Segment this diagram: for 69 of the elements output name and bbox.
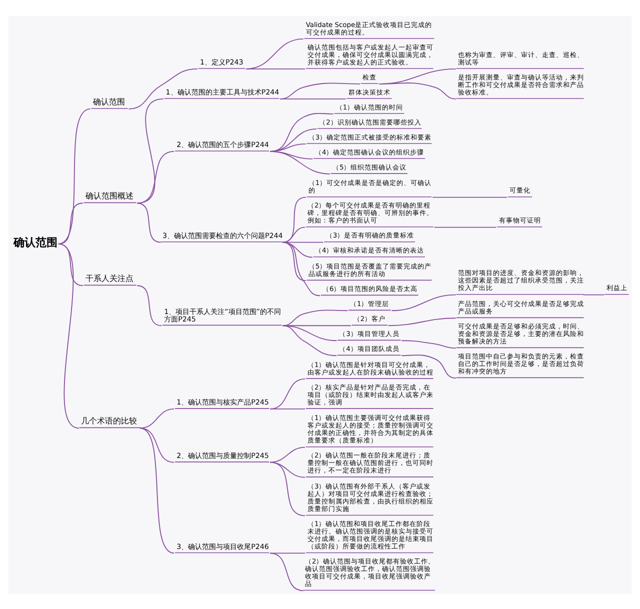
node-box	[352, 324, 388, 326]
node-box	[306, 142, 432, 144]
node-box	[456, 376, 584, 378]
node-box	[334, 112, 404, 114]
connector	[128, 68, 198, 109]
node-box	[306, 552, 434, 553]
node-box	[303, 589, 436, 590]
node-box	[330, 172, 408, 174]
node-box	[174, 552, 270, 553]
connector	[401, 354, 456, 378]
connector	[270, 552, 304, 591]
connector	[136, 284, 162, 326]
node-box	[508, 196, 532, 197]
connector	[282, 241, 320, 296]
connector	[401, 340, 456, 348]
connector	[282, 324, 338, 356]
node-box	[306, 514, 434, 516]
connector	[378, 82, 456, 99]
connector	[280, 82, 360, 99]
node-box	[306, 446, 434, 447]
node-box	[84, 202, 136, 203]
connector	[388, 317, 456, 326]
node-box	[306, 279, 432, 280]
node-text: 确认范围	[13, 235, 58, 248]
connector	[58, 243, 84, 286]
connector	[391, 294, 456, 311]
node-box	[306, 476, 434, 477]
connector	[58, 202, 84, 244]
connector	[434, 226, 497, 228]
connector	[270, 461, 306, 516]
connector	[280, 98, 346, 99]
connector	[58, 243, 80, 428]
connector	[270, 378, 306, 409]
node-box	[324, 240, 416, 242]
node-box	[80, 426, 140, 428]
node-box	[456, 316, 584, 318]
node-box	[174, 150, 270, 151]
connector	[582, 294, 605, 295]
node-box	[174, 460, 270, 462]
node-box	[162, 324, 282, 326]
connector	[270, 408, 306, 409]
node-box	[338, 354, 401, 356]
node-box	[604, 293, 629, 294]
node-box	[497, 226, 542, 227]
connector	[136, 202, 162, 242]
connector	[282, 226, 306, 242]
node-box	[306, 196, 432, 197]
connector	[282, 196, 306, 242]
connector	[282, 324, 338, 341]
node-box	[306, 226, 434, 227]
connector	[58, 108, 91, 244]
node-box	[456, 346, 584, 348]
connector	[136, 150, 175, 204]
connector	[270, 446, 306, 462]
connector	[432, 196, 508, 198]
node-box	[456, 293, 584, 294]
node-box	[348, 309, 391, 310]
connector	[140, 408, 175, 428]
node-box	[160, 240, 282, 242]
connector	[245, 68, 306, 69]
node-box	[360, 82, 378, 84]
node-box	[338, 339, 401, 340]
connector	[270, 552, 306, 554]
node-box	[84, 284, 136, 286]
node-box	[320, 294, 418, 296]
connector	[140, 427, 175, 554]
connector	[270, 150, 330, 174]
node-box	[313, 256, 426, 257]
connector	[282, 324, 352, 326]
